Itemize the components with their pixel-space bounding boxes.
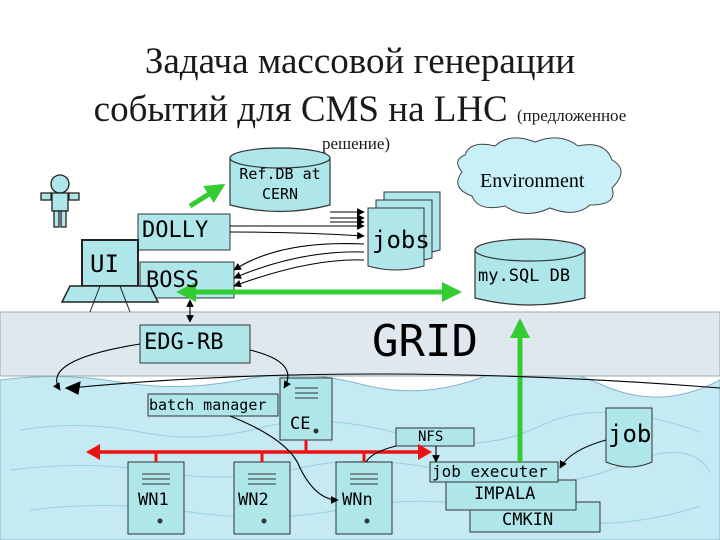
refdb-label-line1: Ref.DB at bbox=[239, 165, 321, 183]
page-title-line2-text: событий для CMS на LHC bbox=[93, 89, 508, 130]
title-note-a: (предложенное bbox=[517, 106, 627, 125]
refdb-label: Ref.DB at CERN bbox=[238, 164, 322, 204]
page-title-line1: Задача массовой генерации bbox=[144, 41, 576, 82]
cmkin-label: CMKIN bbox=[502, 510, 554, 530]
jobs-stack bbox=[367, 191, 441, 271]
wn1-server bbox=[127, 461, 185, 535]
wnn-server bbox=[335, 461, 393, 535]
refdb-cylinder bbox=[229, 158, 331, 213]
edg-rb-label: EDG-RB bbox=[144, 330, 224, 355]
job-executer-label: job executer bbox=[432, 462, 548, 481]
environment-cloud bbox=[457, 137, 622, 214]
local-network-bus bbox=[86, 440, 432, 462]
page-title-line2: событий для CMS на LHC (предложенное bbox=[0, 88, 720, 131]
batch-manager-label: batch manager bbox=[149, 396, 267, 414]
user-icon bbox=[40, 174, 80, 228]
job-label: job bbox=[608, 420, 652, 448]
ui-label: UI bbox=[90, 250, 119, 278]
ui-base bbox=[60, 285, 160, 303]
jobs-label: jobs bbox=[372, 226, 430, 254]
dolly-box bbox=[137, 213, 231, 251]
boss-label: BOSS bbox=[146, 268, 199, 293]
nfs-box bbox=[395, 427, 475, 447]
impala-label: IMPALA bbox=[474, 484, 536, 504]
ce-label: CE bbox=[290, 414, 311, 434]
grid-band bbox=[0, 311, 720, 377]
batch-manager-box bbox=[147, 393, 279, 417]
green-arrows bbox=[176, 183, 530, 462]
wn1-label: WN1 bbox=[138, 490, 169, 510]
grid-label: GRID bbox=[372, 316, 478, 367]
impala-box bbox=[445, 479, 577, 511]
job-executer-box bbox=[429, 461, 559, 483]
environment-label: Environment bbox=[480, 170, 585, 192]
title-note-b: решение) bbox=[322, 134, 391, 153]
flow-arrows bbox=[52, 208, 720, 504]
wnn-label: WNn bbox=[342, 490, 373, 510]
ui-screen bbox=[81, 239, 139, 287]
nfs-label: NFS bbox=[418, 429, 444, 445]
wn2-label: WN2 bbox=[238, 490, 269, 510]
mysql-label: my.SQL DB bbox=[478, 266, 571, 286]
job-document bbox=[605, 407, 653, 468]
refdb-label-line2: CERN bbox=[261, 185, 299, 203]
wn2-server bbox=[233, 461, 291, 535]
dolly-label: DOLLY bbox=[142, 218, 209, 243]
mysql-cylinder bbox=[474, 250, 586, 306]
